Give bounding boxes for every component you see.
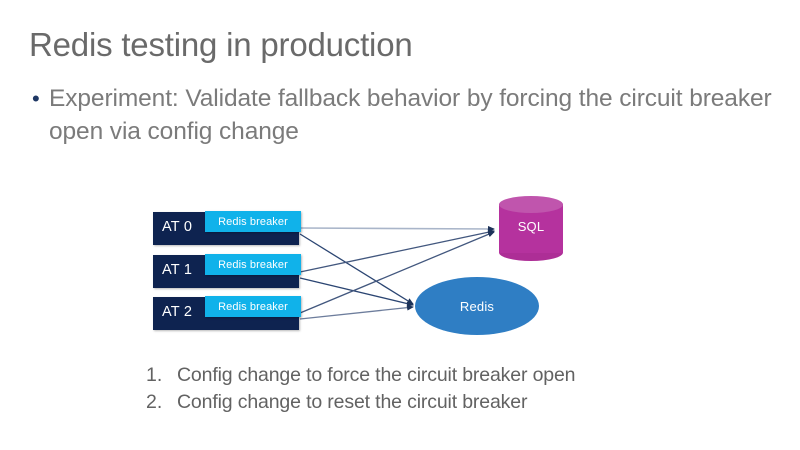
- step-text: Config change to force the circuit break…: [177, 364, 576, 386]
- redis-cache-node[interactable]: Redis: [415, 277, 539, 335]
- connector-at1-sql: [299, 229, 495, 273]
- redis-breaker-label: Redis breaker: [218, 300, 288, 313]
- page-title: Redis testing in production: [29, 26, 413, 63]
- redis-breaker-label: Redis breaker: [218, 258, 288, 271]
- bullet-marker-icon: •: [32, 86, 40, 111]
- list-item: 1. Config change to force the circuit br…: [146, 362, 746, 389]
- step-number: 2.: [146, 391, 163, 413]
- bullet-text: Experiment: Validate fallback behavior b…: [49, 85, 772, 145]
- step-text: Config change to reset the circuit break…: [177, 391, 528, 413]
- connector-at2-redis: [299, 304, 414, 320]
- sql-node-label: SQL: [517, 219, 545, 234]
- sql-database-node[interactable]: SQL: [499, 196, 563, 261]
- bullet-paragraph: • Experiment: Validate fallback behavior…: [29, 82, 785, 148]
- app-tier-label: AT 1: [162, 262, 193, 278]
- redis-breaker-chip-1[interactable]: Redis breaker: [205, 254, 301, 275]
- redis-breaker-chip-0[interactable]: Redis breaker: [205, 211, 301, 232]
- redis-node-label: Redis: [459, 298, 495, 314]
- cylinder-top-shape: [499, 196, 563, 213]
- connector-at2-sql: [299, 231, 495, 314]
- app-tier-label: AT 0: [162, 219, 193, 235]
- redis-breaker-chip-2[interactable]: Redis breaker: [205, 296, 301, 317]
- steps-list: 1. Config change to force the circuit br…: [146, 362, 746, 416]
- app-tier-label: AT 2: [162, 304, 193, 320]
- connector-at0-redis: [299, 233, 414, 305]
- connector-at1-redis: [299, 277, 414, 307]
- step-number: 1.: [146, 364, 163, 386]
- list-item: 2. Config change to reset the circuit br…: [146, 389, 746, 416]
- connector-at0-sql: [299, 225, 495, 232]
- redis-breaker-label: Redis breaker: [218, 215, 288, 228]
